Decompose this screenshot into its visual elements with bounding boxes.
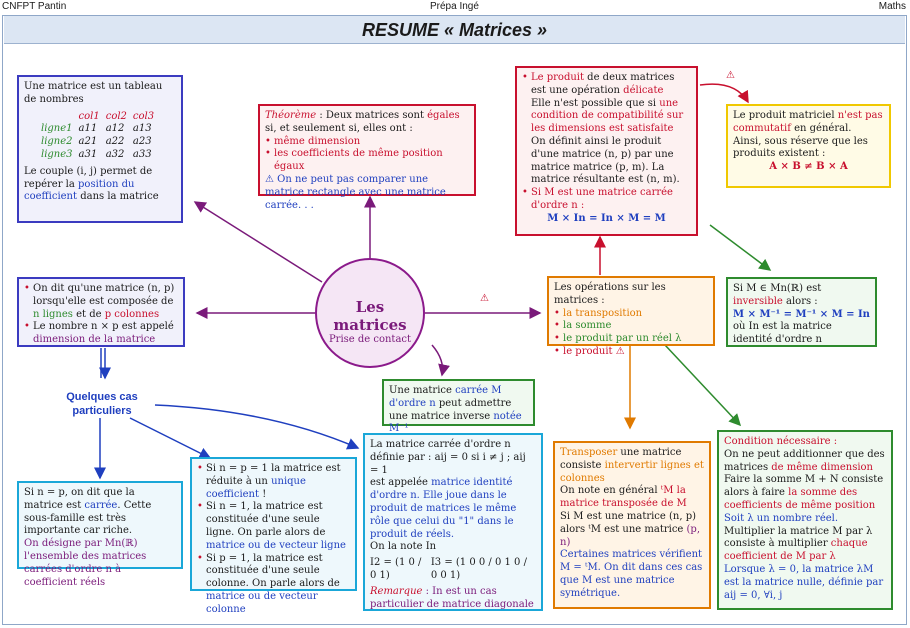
couple-text: Le couple (i, j) permet de repérer la po… — [24, 165, 159, 203]
list-item: même dimension — [265, 136, 469, 149]
operations-list: la transposition la somme le produit par… — [554, 308, 708, 359]
page-frame — [2, 15, 907, 625]
row-label: ligne3 — [41, 148, 73, 160]
warning-icon: ⚠ — [726, 70, 735, 81]
arrow-to-identity — [154, 404, 360, 450]
top-header: CNFPT Pantin Prépa Ingé Maths — [0, 0, 910, 14]
dimension-list: On dit qu'une matrice (n, p) lorsqu'elle… — [24, 283, 178, 347]
identity-text: est appelée matrice identité d'ordre n. … — [370, 477, 517, 540]
product-formula: M × In = In × M = M — [547, 212, 666, 224]
square-box: Si n = p, on dit que la matrice est carr… — [17, 481, 183, 588]
sum-null: Lorsque λ = 0, la matrice λM est la matr… — [724, 563, 884, 601]
arrow-to-definition — [193, 201, 323, 283]
sum-text-b: Faire la somme M + N consiste alors à fa… — [724, 474, 884, 511]
definition-box: Une matrice est un tableau de nombres co… — [17, 75, 183, 223]
list-item: la transposition — [554, 308, 708, 321]
square-note: On désigne par Mn(ℝ) l'ensemble des matr… — [24, 538, 147, 588]
commut-text: Le produit matriciel n'est pas commutati… — [733, 110, 883, 134]
arrow-to-inverse — [431, 344, 450, 377]
row-label: ligne2 — [41, 136, 73, 148]
sum-box: Condition nécessaire : On ne peut additi… — [717, 430, 893, 610]
matrix-cell: a12 — [105, 123, 125, 135]
square-text: Si n = p, on dit que la matrice est carr… — [24, 487, 152, 537]
list-item: Le produit de deux matrices est une opér… — [522, 72, 691, 98]
vector-list: Si n = p = 1 la matrice est réduite à un… — [197, 463, 350, 617]
inverse-formula: M × M⁻¹ = M⁻¹ × M = In — [733, 308, 870, 320]
arrow-to-vector — [129, 417, 212, 459]
list-item: On dit qu'une matrice (n, p) lorsqu'elle… — [24, 283, 178, 321]
transpose-box: Transposer une matrice consiste interver… — [553, 441, 711, 609]
inverse-note: où In est la matrice identité d'ordre n — [733, 321, 832, 346]
page-title: RESUME « Matrices » — [4, 16, 905, 44]
square-inverse-text: Une matrice carrée M d'ordre n peut adme… — [389, 385, 522, 435]
center-title: Les matrices — [333, 298, 407, 334]
col-label: col2 — [105, 110, 127, 122]
transpose-def: Transposer une matrice consiste interver… — [560, 447, 704, 484]
matrix-cell: a11 — [78, 123, 98, 135]
matrix-cell: a13 — [132, 123, 152, 135]
inverse-text: Si M ∈ Mn(ℝ) est inversible alors : — [733, 283, 822, 307]
square-inverse-box: Une matrice carrée M d'ordre n peut adme… — [382, 379, 535, 434]
transpose-symmetric: Certaines matrices vérifient M = ᵗM. On … — [560, 549, 703, 599]
inverse-box: Si M ∈ Mn(ℝ) est inversible alors : M × … — [726, 277, 877, 347]
sum-multiply: Multiplier la matrice M par λ consiste à… — [724, 525, 873, 563]
list-item: Si n = p = 1 la matrice est réduite à un… — [197, 463, 350, 501]
matrix-cell: a22 — [105, 136, 125, 148]
list-item: Le nombre n × p est appelé dimension de … — [24, 321, 178, 347]
product-box: Le produit de deux matrices est une opér… — [515, 66, 698, 236]
list-item: la somme — [554, 320, 708, 333]
commut-box: Le produit matriciel n'est pas commutati… — [726, 104, 891, 188]
list-item: le produit par un réel λ — [554, 333, 708, 346]
matrix-cell: a21 — [78, 136, 98, 148]
sum-condition: Condition nécessaire : — [724, 436, 838, 447]
theorem-box: Théorème : Deux matrices sont égales si,… — [258, 104, 476, 211]
product-list: Le produit de deux matrices est une opér… — [522, 72, 691, 98]
product-condition: Elle n'est possible que si une condition… — [531, 97, 684, 135]
vector-box: Si n = p = 1 la matrice est réduite à un… — [190, 457, 357, 615]
identity-box: La matrice carrée d'ordre n définie par … — [363, 433, 543, 611]
center-subtitle: Prise de contact — [328, 334, 412, 345]
dimension-box: On dit qu'une matrice (n, p) lorsqu'elle… — [17, 277, 185, 347]
product-definition: On définit ainsi le produit d'une matric… — [531, 135, 680, 186]
col-label: col1 — [78, 110, 100, 122]
transpose-dimension: Si M est une matrice (n, p) alors ᵗM est… — [560, 510, 701, 548]
arrow-product-to-commut — [699, 83, 749, 104]
col-label: col3 — [132, 110, 155, 122]
identity-i3: I3 = (1 0 0 / 0 1 0 / 0 0 1) — [430, 557, 527, 581]
matrix-cell: a23 — [132, 136, 152, 148]
matrix-cell: a31 — [78, 148, 98, 160]
list-item: les coefficients de même position égaux — [265, 148, 469, 174]
list-item: Si p = 1, la matrice est constituée d'un… — [197, 553, 350, 617]
identity-examples: I2 = (1 0 / 0 1) I3 = (1 0 0 / 0 1 0 / 0… — [370, 557, 536, 583]
identity-remark: Remarque : In est un cas particulier de … — [370, 585, 534, 610]
sum-text-a: On ne peut additionner que des matrices … — [724, 448, 885, 473]
matrix-cell: a33 — [132, 148, 152, 160]
identity-definition: La matrice carrée d'ordre n définie par … — [370, 439, 526, 476]
operations-box: Les opérations sur les matrices : la tra… — [547, 276, 715, 359]
arrow-product-to-inverse — [709, 224, 772, 271]
header-right: Maths — [878, 1, 906, 12]
theorem-list: même dimension les coefficients de même … — [265, 136, 469, 174]
warning-icon: ⚠ — [480, 293, 489, 304]
sum-lambda: Soit λ un nombre réel. — [724, 512, 839, 524]
list-item: Si n = 1, la matrice est constituée d'un… — [197, 501, 350, 552]
definition-intro: Une matrice est un tableau de nombres — [24, 81, 163, 105]
special-cases-label: Quelques cas particuliers — [66, 391, 138, 418]
identity-i2: I2 = (1 0 / 0 1) — [370, 557, 422, 581]
commut-note: Ainsi, sous réserve que les produits exi… — [733, 135, 868, 160]
matrix-cell: a32 — [105, 148, 125, 160]
commut-formula: A × B ≠ B × A — [769, 161, 848, 173]
operations-intro: Les opérations sur les matrices : — [554, 282, 666, 306]
list-item: le produit ⚠ — [554, 346, 708, 359]
center-node: Les matrices Prise de contact — [315, 258, 425, 368]
row-label: ligne1 — [41, 123, 73, 135]
theorem-intro: Théorème : Deux matrices sont égales si,… — [265, 110, 460, 134]
header-left: CNFPT Pantin — [2, 1, 67, 12]
theorem-warning: ⚠ On ne peut pas comparer une matrice re… — [265, 173, 446, 211]
list-item: Si M est une matrice carrée d'ordre n : — [522, 187, 691, 213]
header-center: Prépa Ingé — [430, 1, 479, 12]
identity-notation: On la note In — [370, 541, 437, 553]
matrix-table: col1 col2 col3 ligne1 a11 a12 a13 ligne2… — [38, 111, 157, 162]
transpose-notation: On note en général ᵗM la matrice transpo… — [560, 485, 687, 510]
